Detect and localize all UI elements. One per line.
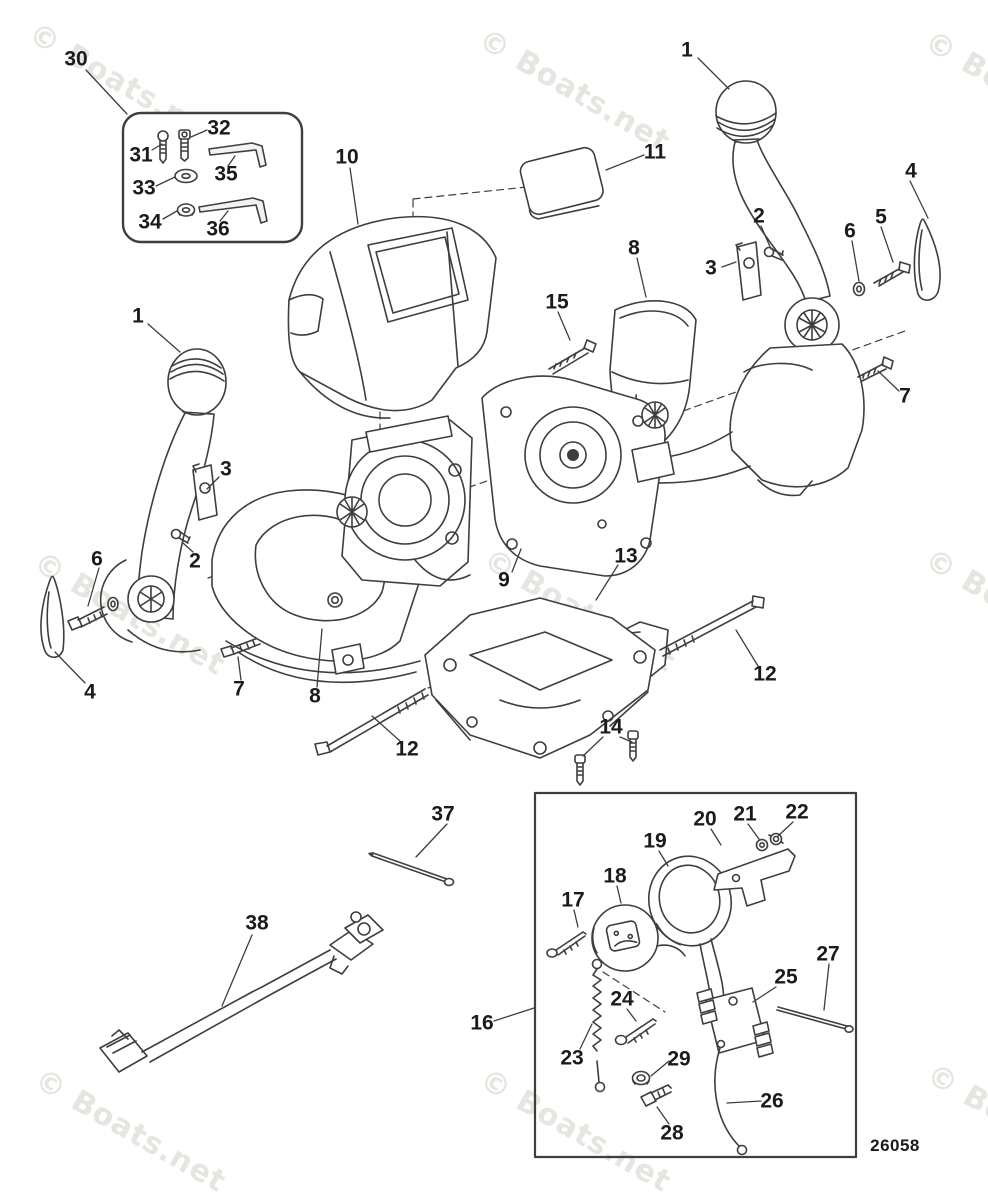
pin-37 — [368, 852, 455, 887]
callout-3-right: 3 — [705, 256, 717, 280]
callout-7-left: 7 — [233, 677, 245, 701]
callout-23: 23 — [560, 1046, 584, 1070]
right-screw-7 — [857, 356, 894, 382]
cable-38 — [99, 911, 384, 1073]
screw-24 — [614, 1018, 657, 1046]
pin-27 — [776, 1006, 854, 1034]
bolt-5 — [873, 261, 911, 287]
callout-31: 31 — [129, 143, 153, 167]
drawing-number: 26058 — [870, 1136, 920, 1155]
callout-36: 36 — [206, 217, 230, 241]
left-end-cap — [40, 575, 65, 659]
finned-bracket-25 — [696, 987, 774, 1058]
bolt-12-left — [314, 688, 429, 756]
callout-14: 14 — [599, 715, 623, 739]
callout-12-left: 12 — [395, 737, 419, 761]
callout-22: 22 — [785, 800, 809, 824]
callout-28: 28 — [660, 1121, 684, 1145]
callout-35: 35 — [214, 162, 238, 186]
right-latch — [735, 241, 762, 301]
base-plate — [331, 597, 656, 759]
pad — [519, 146, 604, 220]
ground-wire-26 — [714, 1039, 748, 1156]
callout-7-right: 7 — [899, 384, 911, 408]
callout-25: 25 — [774, 965, 798, 989]
bracket-20 — [713, 848, 796, 907]
callout-38: 38 — [245, 911, 269, 935]
right-end-cap — [913, 218, 941, 301]
callout-8-right: 8 — [628, 236, 640, 260]
callout-20: 20 — [693, 807, 717, 831]
right-knob — [715, 80, 777, 144]
callout-24: 24 — [610, 987, 634, 1011]
callout-9: 9 — [498, 568, 510, 592]
callout-4-right: 4 — [905, 159, 917, 183]
nut-34 — [176, 203, 196, 217]
callout-30: 30 — [64, 47, 88, 71]
callout-15: 15 — [545, 290, 569, 314]
callout-19: 19 — [643, 829, 667, 853]
trim-switch-18 — [591, 904, 686, 972]
callout-2-right: 2 — [753, 204, 765, 228]
callout-1-right: 1 — [681, 38, 693, 62]
mechanism-right — [481, 375, 675, 577]
nut-22 — [768, 832, 784, 846]
mechanism-left — [336, 415, 473, 587]
callout-8-left: 8 — [309, 684, 321, 708]
callout-10: 10 — [335, 145, 359, 169]
left-set-screw — [170, 528, 191, 544]
leader-lines — [54, 57, 929, 1125]
inset-box — [533, 791, 858, 1159]
callout-6-left: 6 — [91, 547, 103, 571]
left-latch — [192, 463, 218, 521]
washer-21 — [755, 838, 769, 852]
callout-27: 27 — [816, 942, 840, 966]
top-cover — [287, 215, 497, 419]
callout-4-left: 4 — [84, 680, 96, 704]
callout-17: 17 — [561, 888, 585, 912]
callout-11: 11 — [643, 140, 667, 164]
callout-37: 37 — [431, 802, 455, 826]
callout-2-left: 2 — [189, 549, 201, 573]
right-base-housing — [613, 343, 865, 497]
washer-33 — [174, 168, 198, 184]
screw-32 — [178, 129, 191, 162]
callout-5: 5 — [875, 205, 887, 229]
nut-29 — [631, 1070, 651, 1086]
callout-26: 26 — [760, 1089, 784, 1113]
right-washer — [852, 281, 866, 297]
bolt-12-right — [659, 595, 765, 657]
callout-18: 18 — [603, 864, 627, 888]
callout-33: 33 — [132, 176, 156, 200]
screw-17 — [546, 931, 587, 958]
callout-32: 32 — [207, 116, 231, 140]
callout-16: 16 — [470, 1011, 494, 1035]
right-set-screw — [763, 246, 784, 261]
callout-3-left: 3 — [220, 457, 232, 481]
screw-15 — [548, 339, 597, 375]
screws-14 — [574, 730, 639, 786]
callout-34: 34 — [138, 210, 162, 234]
allen-wrench-36 — [198, 197, 268, 224]
callout-29: 29 — [667, 1047, 691, 1071]
callout-12-right: 12 — [753, 662, 777, 686]
spring-23 — [591, 958, 606, 1093]
left-bolt-6 — [67, 596, 119, 631]
allen-wrench-35 — [208, 142, 267, 168]
callout-13: 13 — [614, 544, 638, 568]
screw-31 — [157, 130, 169, 164]
bolt-28 — [640, 1084, 672, 1107]
callout-1-left: 1 — [132, 304, 144, 328]
right-handle — [715, 80, 840, 353]
callout-6-right: 6 — [844, 219, 856, 243]
left-knob — [167, 348, 227, 416]
callout-21: 21 — [733, 802, 757, 826]
